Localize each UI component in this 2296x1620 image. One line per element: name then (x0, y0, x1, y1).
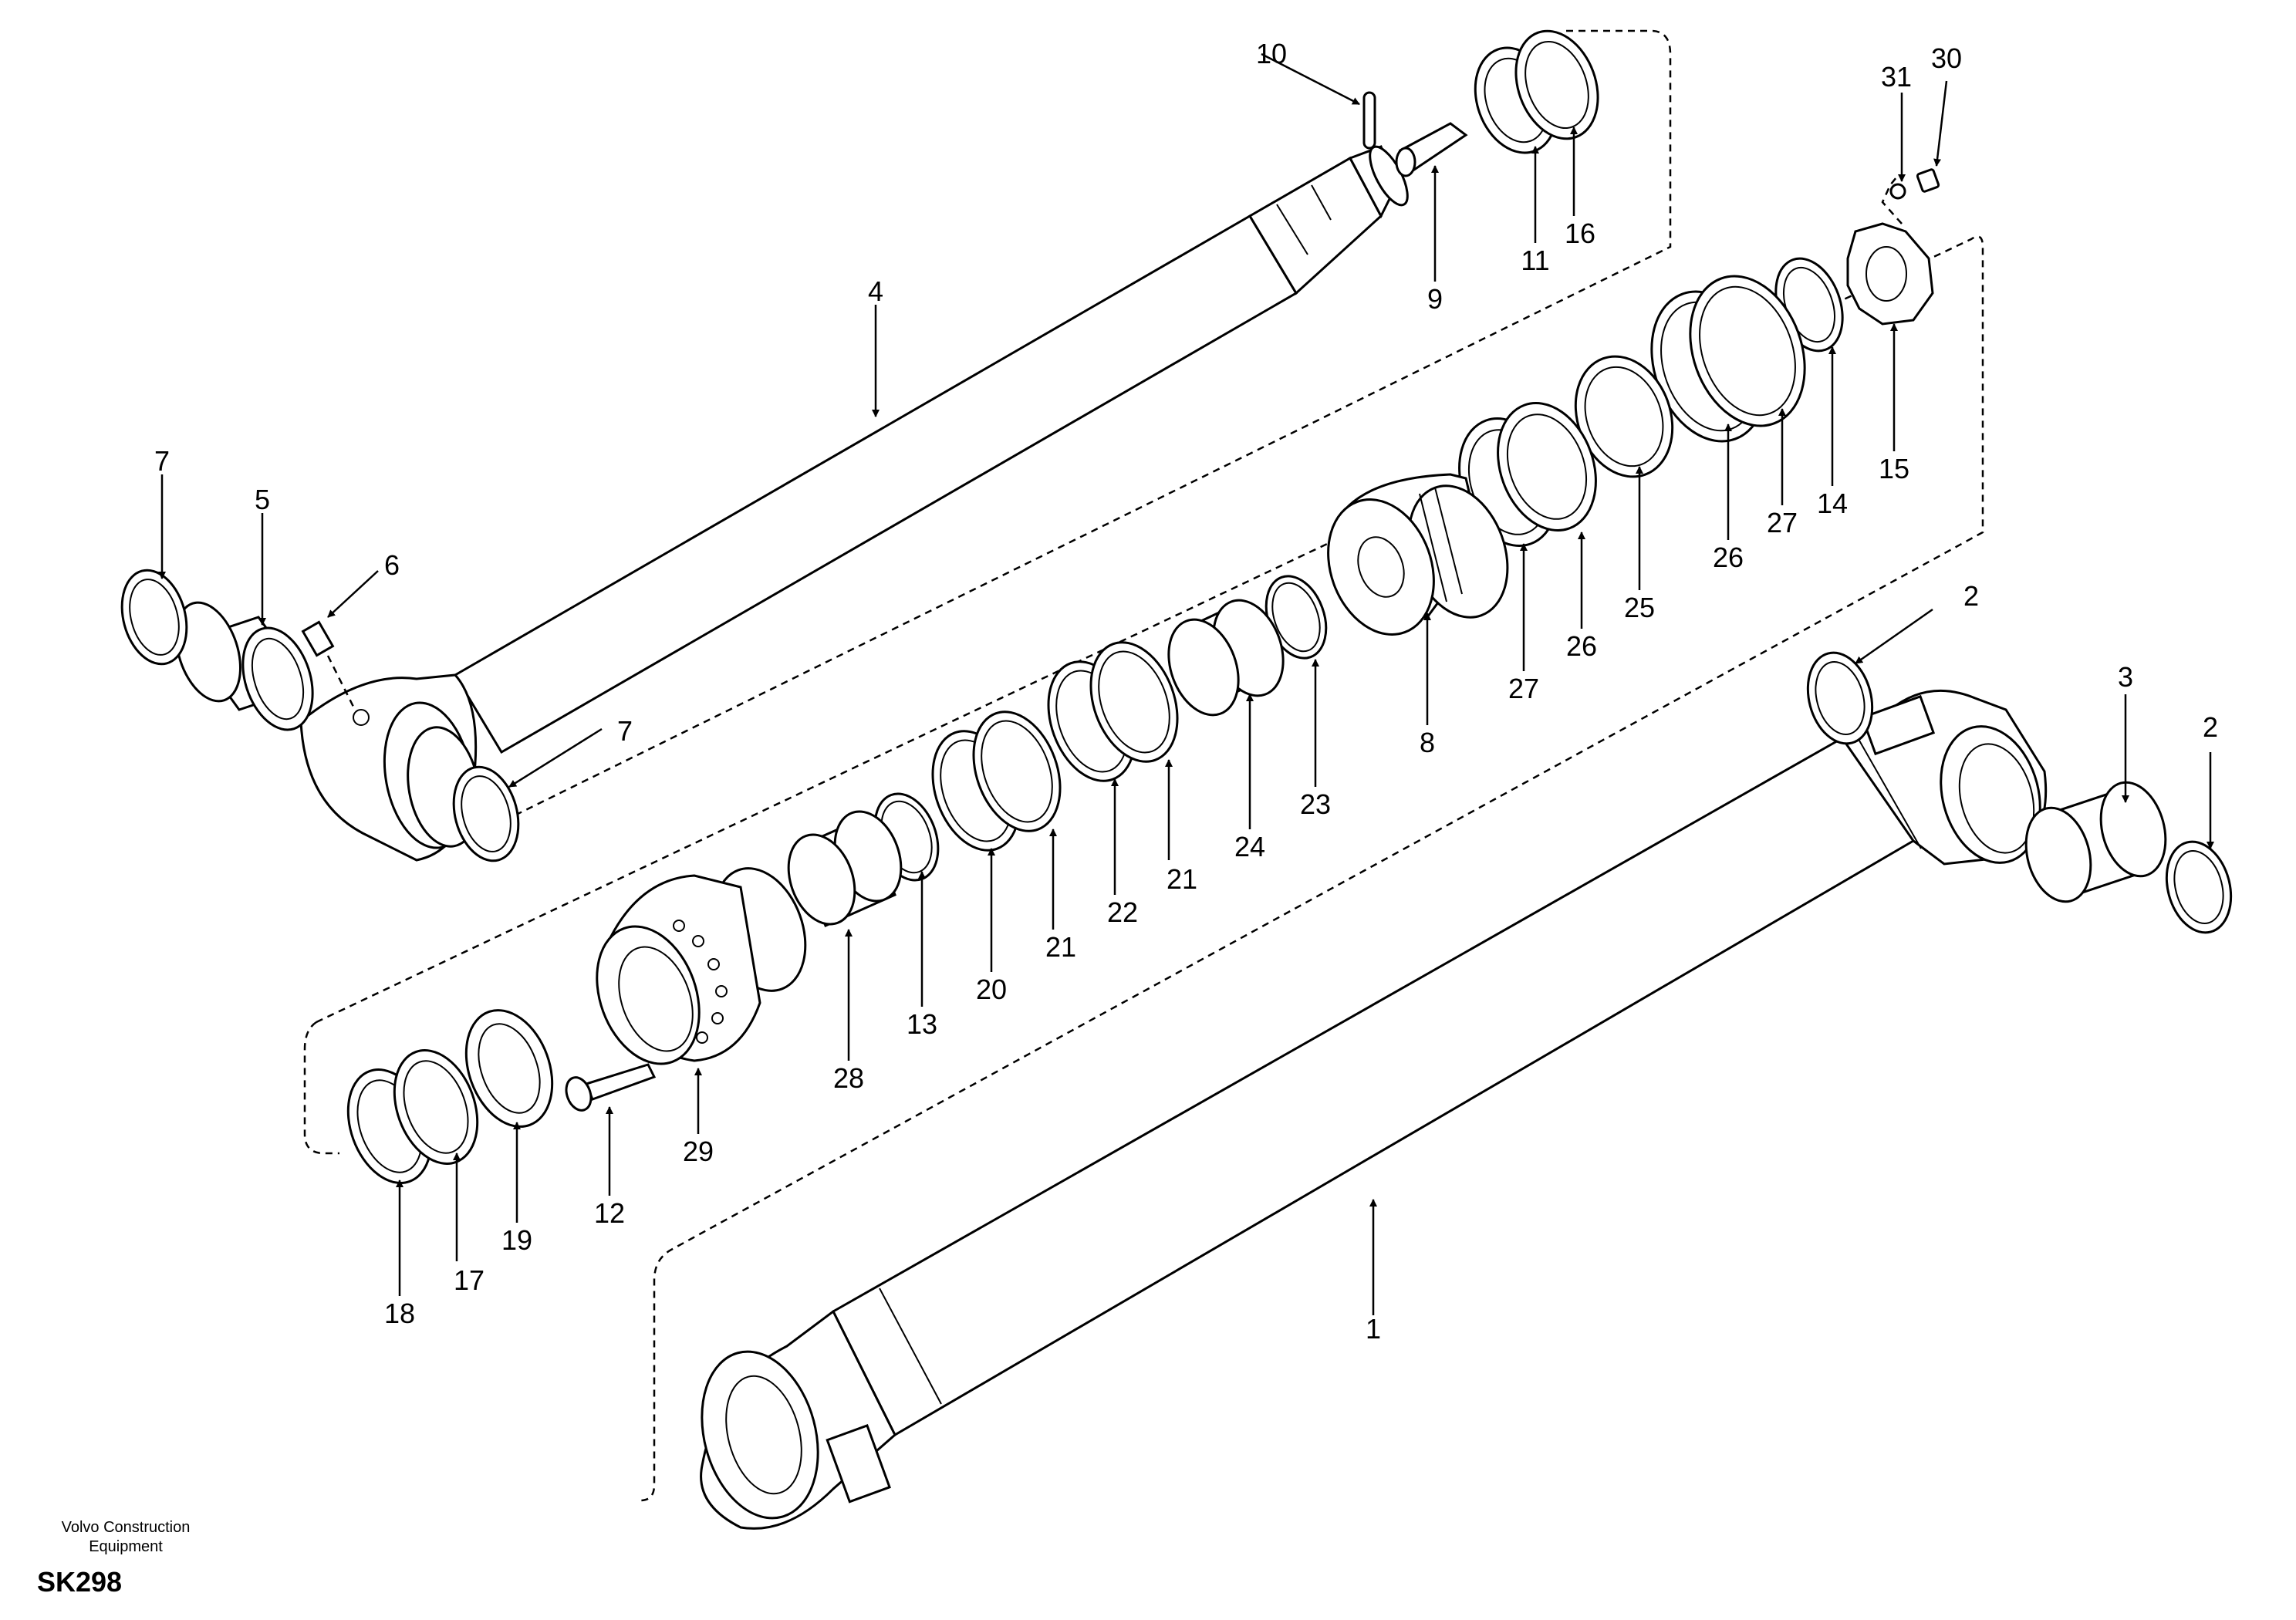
callout-7-right: 7 (617, 715, 633, 747)
dust-seal-rod-eye-left (120, 569, 188, 666)
brand-name-line1: Volvo Construction (61, 1519, 191, 1536)
callout-27-upper: 27 (1767, 507, 1798, 538)
bushing-28 (787, 810, 903, 928)
callout-27-lower: 27 (1508, 673, 1539, 704)
bushing-tube (2024, 781, 2167, 903)
callout-5: 5 (255, 484, 270, 515)
callout-17: 17 (454, 1264, 485, 1296)
callout-1: 1 (1366, 1313, 1381, 1345)
seal-19 (464, 1009, 554, 1128)
assembly-guide-piston (316, 235, 1984, 1502)
callout-29: 29 (683, 1136, 714, 1167)
callout-26-lower: 26 (1566, 630, 1597, 662)
callout-19: 19 (501, 1224, 532, 1256)
cylinder-tube (700, 689, 2048, 1530)
callout-21-lower: 21 (1045, 931, 1076, 963)
callout-15: 15 (1879, 453, 1909, 484)
callout-20: 20 (976, 974, 1007, 1005)
socket-bolt (565, 1063, 657, 1112)
seal-pair-22-21 (1047, 641, 1179, 782)
callout-30: 30 (1931, 42, 1962, 74)
piston-rod (453, 145, 1409, 754)
callout-2-lower: 2 (2203, 711, 2218, 743)
brand-name-line2: Equipment (89, 1538, 163, 1555)
callout-4: 4 (868, 275, 883, 307)
piston (1327, 473, 1509, 636)
assembly-guide-oil-port (1881, 177, 1903, 224)
callout-25: 25 (1624, 592, 1655, 623)
callout-26-upper: 26 (1713, 542, 1744, 573)
dust-seal-tube-lower (2165, 840, 2233, 934)
callout-12: 12 (594, 1197, 625, 1229)
assembly-guide-head (303, 1021, 339, 1155)
grease-nipple-rod (301, 620, 356, 710)
set-screw (1916, 168, 1940, 193)
callout-28: 28 (833, 1062, 864, 1094)
callout-7-left: 7 (154, 445, 170, 477)
callout-24: 24 (1234, 831, 1265, 862)
dust-seal-tube-upper (1806, 651, 1874, 745)
callout-11: 11 (1521, 245, 1549, 276)
callout-18: 18 (384, 1298, 415, 1329)
callout-8: 8 (1420, 727, 1435, 758)
callout-leaders (158, 52, 2214, 1315)
assembly-guide-rod-seal (462, 29, 1672, 842)
bushing-rod-eye (175, 601, 314, 731)
cushion-ring-24 (1167, 599, 1285, 717)
o-ring-23 (1264, 575, 1328, 660)
callout-16: 16 (1565, 218, 1595, 249)
piston-nut (1846, 222, 1934, 326)
rod-ring-16 (1514, 29, 1599, 140)
callout-21-upper: 21 (1167, 863, 1197, 895)
stopper (1395, 122, 1468, 177)
callout-labels: 1 2 2 3 4 5 6 7 7 8 9 10 11 12 13 14 15 … (154, 38, 2218, 1345)
seal-pair-20-21 (931, 710, 1062, 852)
callout-23: 23 (1300, 788, 1331, 820)
callout-14: 14 (1817, 488, 1848, 519)
diagram-code: SK298 (37, 1566, 123, 1598)
dust-seal-rod-eye-right (452, 765, 520, 862)
spring-pin (1362, 91, 1376, 150)
callout-10: 10 (1256, 38, 1287, 69)
callout-9: 9 (1427, 283, 1443, 315)
cylinder-head (596, 867, 807, 1065)
callout-3: 3 (2118, 661, 2133, 693)
seal-17 (393, 1049, 479, 1165)
callout-22: 22 (1107, 896, 1138, 928)
steel-ball (1889, 183, 1906, 200)
callout-6: 6 (384, 549, 400, 581)
callout-13: 13 (907, 1008, 937, 1040)
footer-block: Volvo Construction Equipment SK298 (37, 1518, 214, 1598)
callout-31: 31 (1881, 61, 1912, 93)
callout-2-upper: 2 (1963, 580, 1979, 612)
